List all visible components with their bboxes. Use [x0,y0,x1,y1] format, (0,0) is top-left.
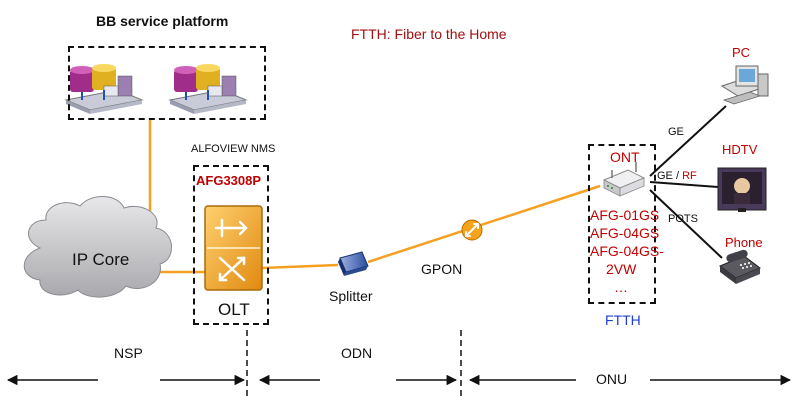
hdtv-icon [717,167,767,212]
splitter-label: Splitter [329,288,373,304]
link-ge-rf-prefix: GE / [657,170,680,182]
link-ont-hdtv [649,181,719,188]
bb-platform-frame [68,46,266,120]
fiber-olt-splitter [261,263,339,270]
bb-platform-label: BB service platform [96,13,229,29]
pc-icon [720,65,769,105]
link-pots-label: POTS [668,213,698,225]
olt-frame [193,165,269,325]
olt-label: OLT [218,300,250,319]
nms-label: ALFOVIEW NMS [191,143,276,155]
phone-icon [719,249,761,284]
segment-onu-label: ONU [596,371,628,387]
fiber-splitter-ont [367,184,601,264]
gpon-node-icon [461,219,483,241]
phone-label: Phone [725,235,763,250]
ip-core-cloud [23,196,172,298]
link-ge-rf-suffix: RF [682,170,697,182]
pc-label: PC [732,45,751,60]
ont-model-more: … [614,279,628,295]
olt-device [204,205,263,291]
gpon-label: GPON [421,261,463,277]
segment-odn-label: ODN [341,345,373,361]
ont-model-0: AFG-01GS [590,207,660,223]
splitter-device [338,251,369,276]
server-group-1 [64,64,144,114]
diagram-title: FTTH: Fiber to the Home [351,26,507,42]
device-links [649,105,727,259]
ont-label: ONT [610,149,640,165]
ont-model-2: AFG-04GS- [590,243,664,259]
ont-frame [588,144,656,304]
link-ont-pc [649,105,727,177]
ftth-label: FTTH [605,312,641,328]
server-group-2 [168,64,248,114]
segment-nsp-label: NSP [114,345,143,361]
olt-model-label: AFG3308P [196,173,262,188]
ont-model-1: AFG-04GS [590,225,660,241]
link-ont-phone [649,189,723,259]
hdtv-label: HDTV [722,142,758,157]
ont-device [602,162,646,197]
link-ge-rf-label: GE / RF [657,171,697,182]
link-ge-label: GE [668,126,684,138]
ont-model-3: 2VW [606,261,637,277]
ip-core-label: IP Core [72,250,130,269]
